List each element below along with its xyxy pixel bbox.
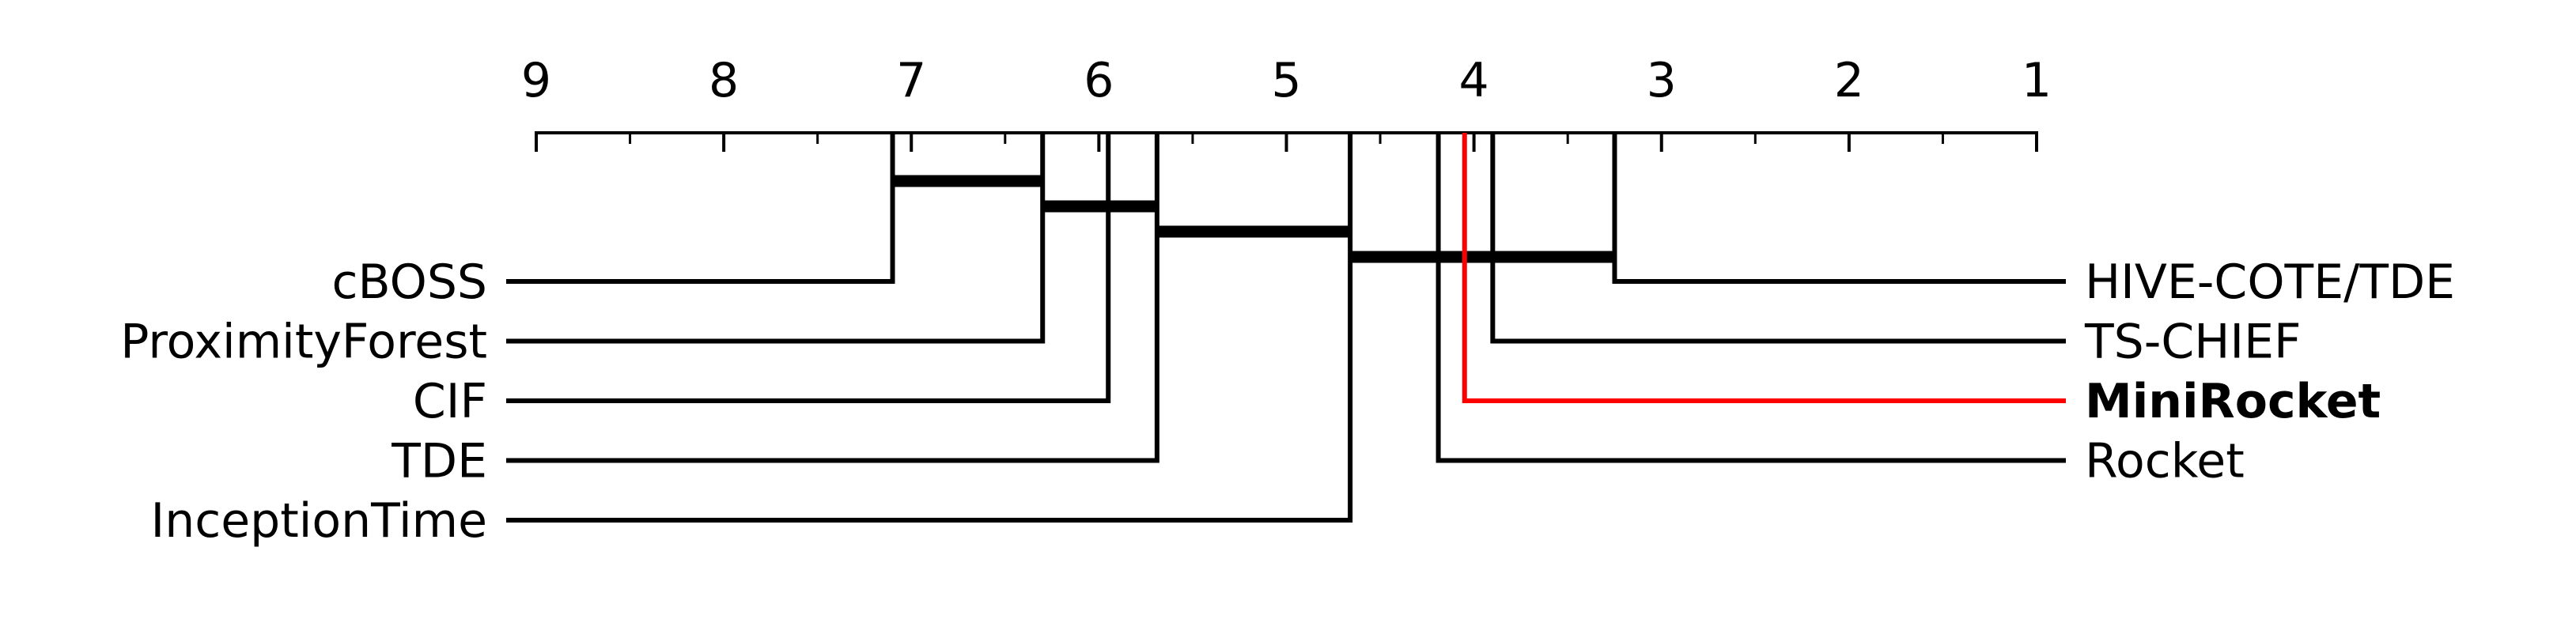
method-label: HIVE-COTE/TDE [2085,255,2455,310]
tick-label: 7 [896,53,926,108]
method-line [1436,133,2066,463]
method-line [506,133,1111,403]
method-line [506,133,1046,344]
method-label: MiniRocket [2085,374,2381,429]
method-label: CIF [413,374,487,429]
method-label: ProximityForest [120,315,487,370]
method-label: Rocket [2085,434,2245,489]
method-line [506,133,1159,463]
clique-bars [891,175,1617,263]
method-label: TS-CHIEF [2084,315,2302,370]
method-label: InceptionTime [151,493,487,549]
tick-label: 5 [1271,53,1301,108]
tick-label: 8 [709,53,739,108]
tick-label: 1 [2022,53,2052,108]
method-line [506,133,895,284]
tick-label: 2 [1834,53,1864,108]
method-line [506,133,1353,523]
method-label: cBOSS [332,255,488,310]
method-line [1490,133,2066,344]
tick-label: 9 [521,53,551,108]
tick-label: 6 [1084,53,1114,108]
rank-axis: 9 8 7 6 5 4 3 2 1 [521,53,2052,152]
method-line [1612,133,2066,284]
tick-label: 4 [1459,53,1489,108]
method-line [1462,133,2066,403]
tick-label: 3 [1647,53,1677,108]
method-label: TDE [391,434,487,489]
